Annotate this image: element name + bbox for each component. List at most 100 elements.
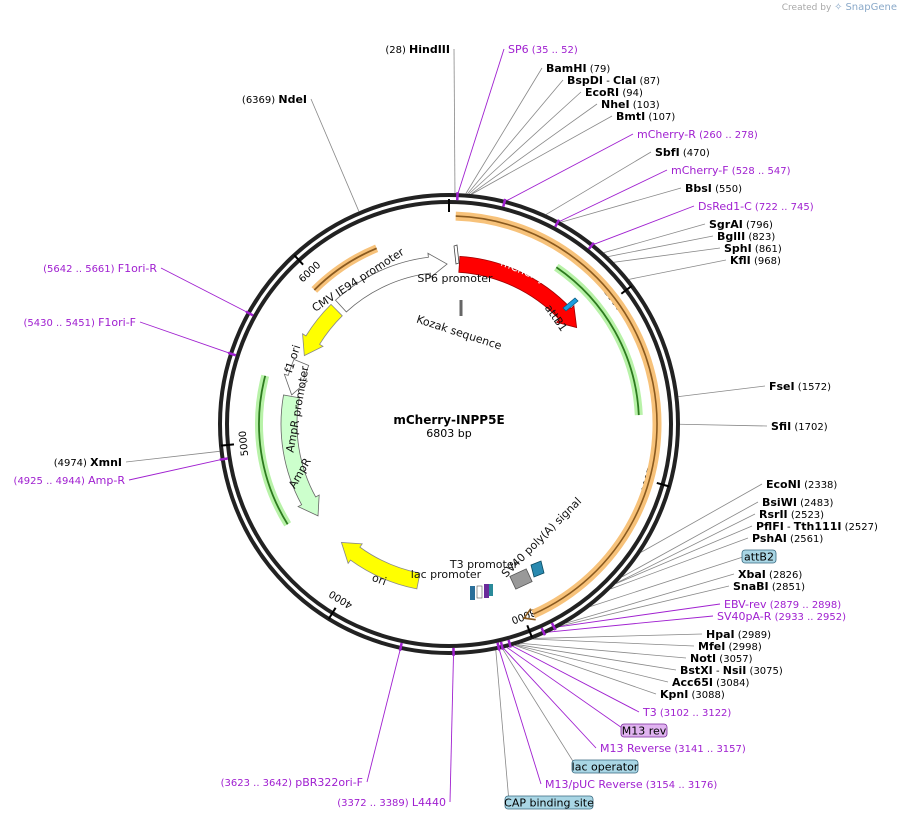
site-bsiwi: BsiWI (2483) — [762, 496, 833, 509]
leader — [561, 585, 730, 627]
leader — [640, 483, 763, 553]
leader — [565, 573, 735, 624]
leader — [603, 223, 706, 254]
insert-arrowhead — [522, 608, 536, 621]
primer-ebv-rev: EBV-rev (2879 .. 2898) — [724, 598, 841, 611]
primer-mcherry-r: mCherry-R (260 .. 278) — [637, 128, 758, 141]
leader-lines — [125, 48, 768, 803]
feature-label-lac-promoter: lac promoter — [411, 568, 482, 581]
box-m13-rev — [620, 723, 668, 738]
tick-label-3000: 3000 — [510, 606, 538, 625]
primer-leader — [498, 647, 542, 785]
ori-arrow — [340, 541, 421, 590]
leader — [616, 513, 756, 584]
site-acc65i: Acc65I (3084) — [672, 676, 749, 689]
watermark-prefix: Created by — [781, 3, 832, 13]
leader — [615, 525, 753, 585]
primer-leader — [591, 205, 695, 246]
primer-leader — [557, 169, 668, 223]
sp6-promoter-glyph — [453, 244, 460, 265]
leader — [629, 259, 727, 280]
tick-1000 — [620, 285, 633, 295]
site-kpni: KpnI (3088) — [660, 688, 725, 701]
snapgene-logo: ✧ — [834, 2, 843, 13]
leader — [471, 115, 613, 195]
watermark-brand: SnapGene — [845, 2, 897, 13]
site-bstxi: BstXI - NsiI (3075) — [680, 664, 783, 677]
leader — [678, 385, 766, 397]
m13-glyph — [484, 584, 489, 598]
f1-ori-arrow — [302, 303, 343, 357]
site-hindiii: (28) HindIII — [385, 43, 450, 56]
primer-mark — [219, 457, 228, 461]
box-label-lac-operator: lac operator — [572, 761, 639, 774]
site-ecori: EcoRI (94) — [585, 86, 643, 99]
leader — [561, 187, 682, 223]
sv40-polya-glyph — [509, 568, 533, 590]
site-pshai: PshAI (2561) — [752, 532, 823, 545]
leader — [453, 48, 456, 194]
box-leader — [501, 647, 577, 767]
primer-leader — [160, 267, 249, 314]
primer-leader — [139, 321, 232, 355]
primer-leader — [543, 615, 714, 633]
leader — [613, 247, 721, 263]
feature-label-ori: ori — [370, 571, 388, 588]
green-arc-2 — [258, 375, 289, 525]
leader — [545, 151, 652, 215]
primer-leader — [504, 133, 634, 203]
primer-leader-lines — [128, 48, 721, 803]
site-xmni: (4974) XmnI — [54, 456, 122, 469]
mcherry-arrow — [458, 255, 578, 329]
ampr-arrow — [280, 394, 320, 517]
site-sbfi: SbfI (470) — [655, 146, 710, 159]
attb1-glyph — [562, 297, 579, 312]
primer-l4440: (3372 .. 3389) L4440 — [337, 796, 446, 809]
primer-mark — [587, 241, 595, 250]
leader — [517, 644, 677, 671]
box-leader — [587, 555, 747, 608]
lac-operator-glyph — [470, 586, 475, 600]
primer-mark — [227, 351, 237, 357]
leader — [533, 638, 695, 647]
box-label-attb2: attB2 — [744, 551, 774, 564]
primer-leader — [366, 647, 402, 783]
leader — [125, 450, 220, 463]
leader — [679, 423, 768, 427]
feature-label-t3-promoter: T3 promoter — [449, 558, 519, 571]
ampr-promoter-arrow — [283, 358, 310, 396]
primer-mark — [499, 641, 505, 650]
leader — [467, 79, 564, 195]
primer-leader — [509, 644, 640, 713]
site-ndei: (6369) NdeI — [242, 93, 307, 106]
t3-glyph — [476, 585, 483, 599]
tick-5000 — [220, 443, 235, 447]
site-rsrii: RsrII (2523) — [759, 508, 824, 521]
site-econi: EcoNI (2338) — [766, 478, 837, 491]
tick-2000 — [656, 481, 670, 488]
primer-leader — [449, 652, 454, 803]
feature-label-sp6-promoter: SP6 promoter — [417, 272, 493, 285]
site-hpai: HpaI (2989) — [706, 628, 771, 641]
primer-t3: T3 (3102 .. 3122) — [642, 706, 731, 719]
snapgene-watermark: Created by ✧ SnapGene — [782, 2, 897, 13]
leader — [515, 644, 669, 683]
box-cap-binding-site — [504, 795, 594, 810]
tick-4000 — [327, 607, 337, 620]
leader — [622, 501, 759, 578]
site-mfei: MfeI (2998) — [698, 640, 762, 653]
site-fsei: FseI (1572) — [769, 380, 831, 393]
site-bbsi: BbsI (550) — [685, 182, 742, 195]
leader — [608, 235, 714, 257]
leader — [310, 98, 360, 212]
box-leader — [495, 649, 510, 803]
primer-mark — [554, 219, 561, 228]
site-pflfi: PflFI - Tth111I (2527) — [756, 520, 878, 533]
insert-highlight-line — [455, 215, 658, 615]
primer-pbr322ori-f: (3623 .. 3642) pBR322ori-F — [221, 776, 363, 789]
primer-mark — [502, 198, 507, 207]
box-leader — [505, 646, 626, 731]
backbone-outer-ring — [218, 193, 680, 655]
primer-sv40pa-r: SV40pA-R (2933 .. 2952) — [717, 610, 846, 623]
leader — [534, 633, 703, 639]
